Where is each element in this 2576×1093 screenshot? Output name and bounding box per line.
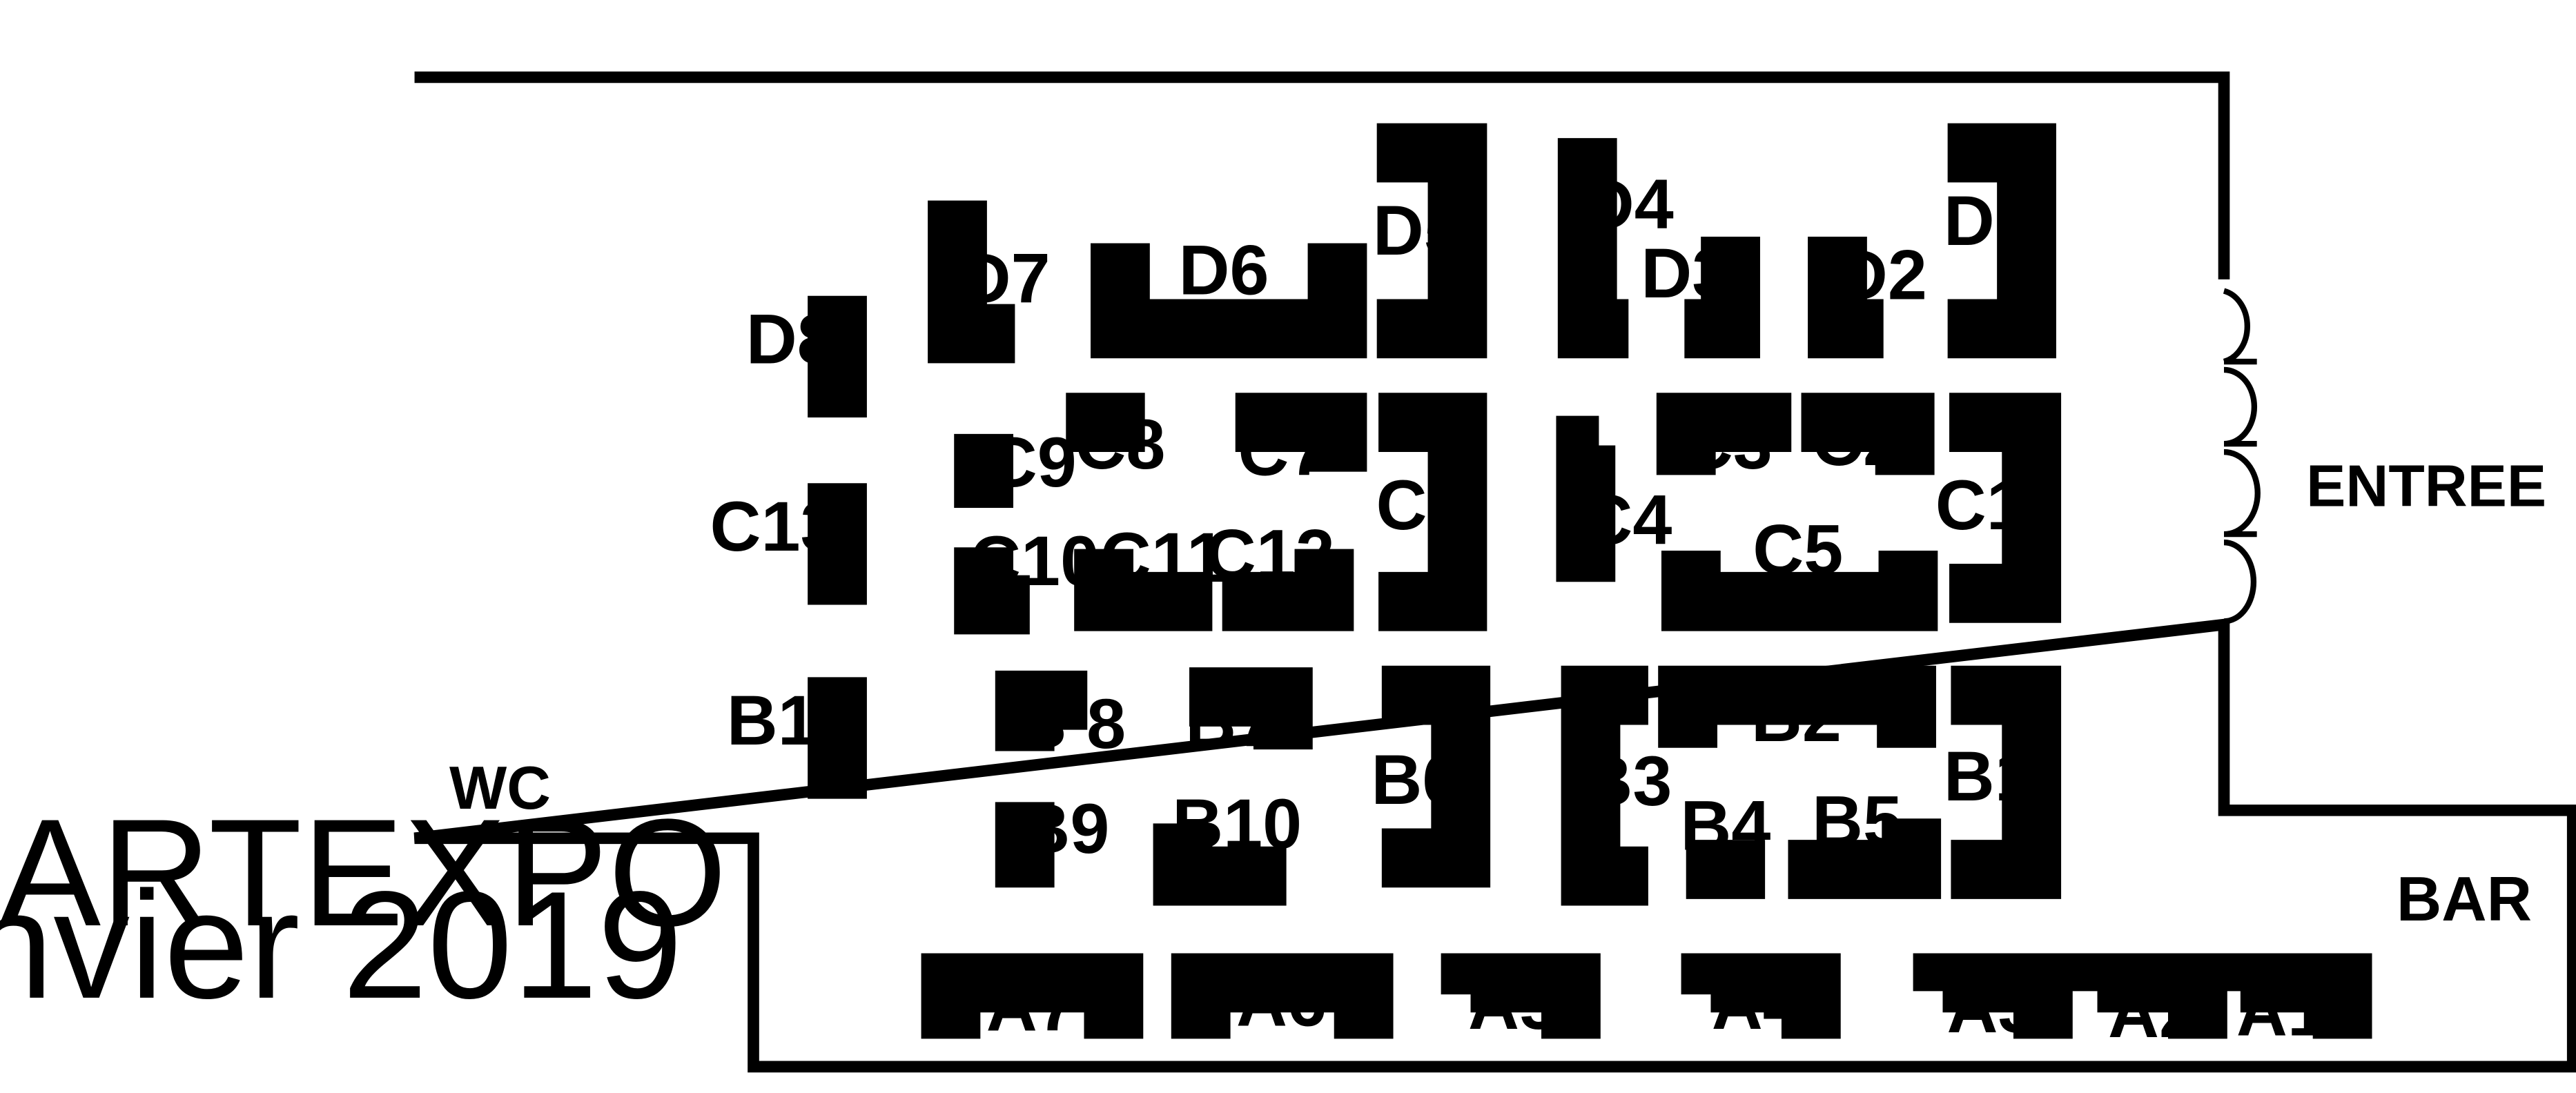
booth-label: C9 xyxy=(986,422,1077,502)
booth-d5[interactable]: D5 xyxy=(1373,123,1487,359)
booth-b11[interactable]: B11 xyxy=(727,677,867,799)
wc-label: WC xyxy=(449,754,551,822)
booth-label: A4 xyxy=(1712,965,1802,1044)
booth-b10[interactable]: B10 xyxy=(1153,784,1302,906)
booth-label: C12 xyxy=(1205,514,1335,593)
booth-b7[interactable]: B7 xyxy=(1185,667,1313,761)
booth-label: B7 xyxy=(1185,682,1276,761)
hall-outline xyxy=(413,71,2576,1073)
booth-label: A7 xyxy=(986,967,1077,1046)
booth-c7[interactable]: C7 xyxy=(1235,393,1367,490)
booth-c1[interactable]: C1 xyxy=(1935,393,2062,623)
booth-c6[interactable]: C6 xyxy=(1376,393,1487,631)
booth-label: C2 xyxy=(1812,401,1902,480)
booth-c4[interactable]: C4 xyxy=(1556,415,1672,582)
booth-label: A6 xyxy=(1236,961,1327,1041)
booth-label: C13 xyxy=(710,486,839,566)
booth-label: A2 xyxy=(2108,973,2198,1052)
booth-label: C8 xyxy=(1075,404,1165,484)
booth-c3[interactable]: C3 xyxy=(1656,393,1792,484)
booth-b8[interactable]: B 8 xyxy=(995,670,1126,763)
booth-label: C6 xyxy=(1376,465,1467,544)
booth-label: B1 xyxy=(1944,736,2034,816)
booth-label: A3 xyxy=(1946,968,2037,1047)
booth-d2[interactable]: D2 xyxy=(1808,235,1927,359)
booth-label: D6 xyxy=(1179,230,1269,309)
booth-a7[interactable]: A7 xyxy=(921,953,1144,1046)
booth-label: C11 xyxy=(1100,518,1226,597)
booth-label: D1 xyxy=(1944,181,2034,260)
booth-a3[interactable]: A3 xyxy=(1913,953,2073,1047)
booth-label: A5 xyxy=(1468,965,1559,1044)
booth-c9[interactable]: C9 xyxy=(954,422,1077,509)
booth-label: B3 xyxy=(1581,741,1672,820)
booth-d4[interactable]: D4 xyxy=(1557,138,1674,359)
booth-b6[interactable]: B6 xyxy=(1371,665,1491,888)
booth-c12[interactable]: C12 xyxy=(1205,514,1354,631)
booth-label: B6 xyxy=(1371,740,1461,819)
booth-label: C1 xyxy=(1935,465,2026,544)
booth-label: C7 xyxy=(1238,411,1328,490)
booth-b9[interactable]: B9 xyxy=(995,789,1109,888)
booth-a6[interactable]: A6 xyxy=(1171,953,1394,1041)
booth-d1[interactable]: D1 xyxy=(1944,123,2056,359)
booth-b4[interactable]: B4 xyxy=(1680,785,1770,899)
booth-c8[interactable]: C8 xyxy=(1066,393,1165,484)
booth-c2[interactable]: C2 xyxy=(1801,393,1935,480)
event-title: 72e CARTEXPO xyxy=(0,787,727,958)
booth-label: D5 xyxy=(1373,190,1463,270)
booth-label: D7 xyxy=(960,238,1051,317)
booth-label: D8 xyxy=(746,299,837,378)
booth-d6[interactable]: D6 xyxy=(1091,230,1367,359)
booth-a4[interactable]: A4 xyxy=(1681,953,1841,1044)
booth-b3[interactable]: B3 xyxy=(1561,665,1672,906)
booth-d8[interactable]: D8 xyxy=(746,295,867,418)
booth-d7[interactable]: D7 xyxy=(928,200,1051,364)
booth-label: B5 xyxy=(1812,780,1902,860)
booth-label: B10 xyxy=(1172,784,1302,863)
booth-label: B 8 xyxy=(1016,684,1126,763)
bar-label: BAR xyxy=(2397,865,2532,934)
booth-label: D4 xyxy=(1583,164,1674,244)
booth-label: B11 xyxy=(727,680,852,760)
entrance-doors xyxy=(2223,288,2261,624)
booth-label: B2 xyxy=(1751,677,1842,756)
entrance-label: ENTREE xyxy=(2306,453,2546,520)
booth-a1[interactable]: A1 xyxy=(2210,953,2372,1051)
event-dates: 11-12 janvier 2019 xyxy=(0,859,683,1030)
booth-label: C4 xyxy=(1581,480,1672,559)
booth-a5[interactable]: A5 xyxy=(1441,953,1601,1044)
booth-b5[interactable]: B5 xyxy=(1788,780,1942,899)
booth-a2[interactable]: A2 xyxy=(2067,953,2227,1052)
booth-b1[interactable]: B1 xyxy=(1944,665,2062,899)
booth-d3[interactable]: D3 xyxy=(1641,233,1760,359)
booth-label: A1 xyxy=(2236,972,2327,1051)
booth-label: D2 xyxy=(1837,235,1927,315)
booth-label: B9 xyxy=(1019,789,1109,868)
booth-label: D3 xyxy=(1641,233,1731,313)
booth-label: B4 xyxy=(1680,785,1770,865)
booth-b2[interactable]: B2 xyxy=(1658,665,1936,756)
booth-label: C5 xyxy=(1753,509,1843,589)
booth-c11[interactable]: C11 xyxy=(1074,518,1226,631)
booth-c5[interactable]: C5 xyxy=(1661,509,1938,631)
booth-c13[interactable]: C13 xyxy=(710,483,867,605)
booth-label: C3 xyxy=(1682,404,1773,484)
